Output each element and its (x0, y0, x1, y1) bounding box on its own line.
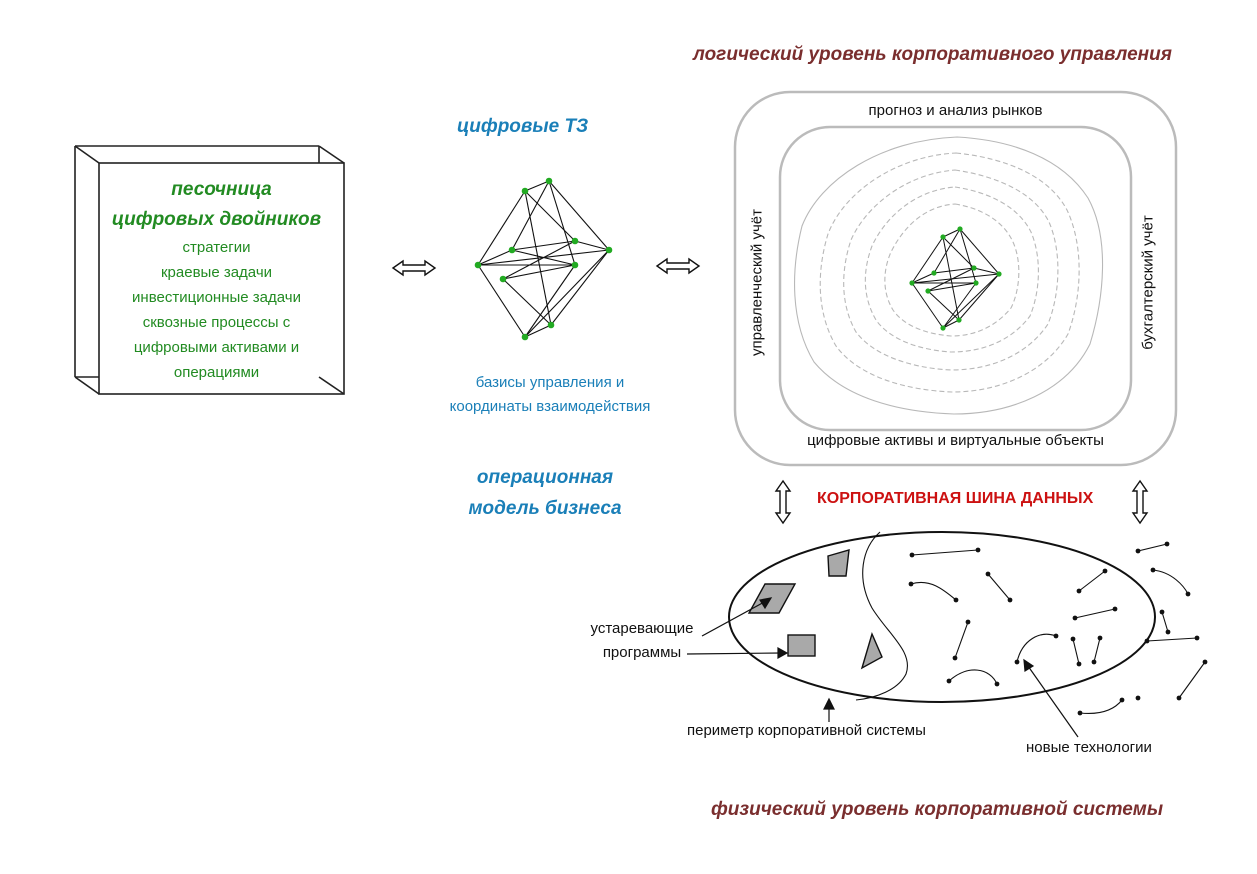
perimeter-label: периметр корпоративной системы (687, 722, 926, 739)
sandbox-item: стратегии (182, 239, 251, 256)
sandbox-item: краевые задачи (160, 264, 273, 281)
logical-level-title: логический уровень корпоративного управл… (693, 44, 1172, 65)
up-down-arrow-icon (774, 479, 792, 525)
sandbox-item: операциями (173, 364, 260, 381)
logic-bottom-label: цифровые активы и виртуальные объекты (807, 432, 1104, 449)
legacy-label-line1: устаревающие (590, 620, 694, 637)
sandbox-item: сквозные процессы с (142, 314, 291, 331)
sandbox-title-line1: песочница (171, 179, 272, 200)
left-right-arrow-icon (391, 259, 437, 277)
logic-outer-box (733, 90, 1178, 467)
new-tech-segments (910, 543, 1206, 714)
digital-tz-title: цифровые ТЗ (457, 116, 589, 137)
tz-polyhedron (477, 180, 610, 338)
tz-nodes (474, 177, 613, 341)
left-right-arrow-icon (655, 257, 701, 275)
logic-left-label: управленческий учёт (748, 209, 766, 356)
sandbox-item: цифровыми активами и (133, 339, 300, 356)
bases-line2: координаты взаимодействия (449, 398, 651, 415)
pointer-arrows (686, 597, 1079, 738)
physical-level-title: физический уровень корпоративной системы (711, 799, 1164, 820)
contour-lines (794, 136, 1104, 415)
up-down-arrow-icon (1131, 479, 1149, 525)
operational-model-line2: модель бизнеса (468, 498, 622, 519)
legacy-label-line2: программы (602, 644, 682, 661)
legacy-shapes (747, 549, 883, 670)
sandbox-box (74, 145, 345, 395)
new-tech-label: новые технологии (1026, 739, 1152, 756)
logic-polyhedron (911, 228, 1000, 329)
data-bus-label: КОРПОРАТИВНАЯ ШИНА ДАННЫХ (817, 490, 1094, 507)
logic-top-label: прогноз и анализ рынков (868, 102, 1043, 119)
operational-model-line1: операционная (476, 467, 614, 488)
sandbox-title-line2: цифровых двойников (111, 209, 322, 230)
sandbox-item: инвестиционные задачи (132, 289, 301, 306)
logic-inner-box (778, 125, 1133, 432)
new-tech-dots (908, 541, 1208, 716)
bases-line1: базисы управления и (475, 374, 625, 391)
perimeter-ellipse (728, 531, 1156, 703)
logic-right-label: бухгалтерский учёт (1139, 215, 1157, 350)
logic-nodes (909, 226, 1002, 331)
perimeter-divider (855, 531, 908, 701)
